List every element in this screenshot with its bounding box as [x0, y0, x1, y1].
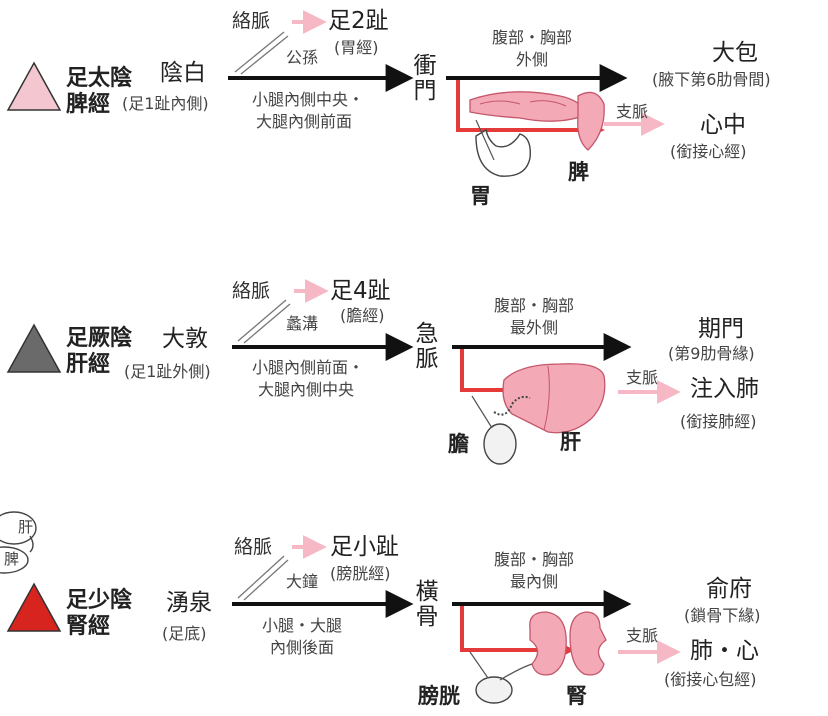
liver-abdomen-line1: 腹部・胸部	[493, 296, 574, 315]
spleen-branch-red-line	[456, 80, 605, 142]
liver-gate-label: 急脈	[415, 321, 439, 373]
kidney-path-line1: 小腿・大腿	[262, 616, 343, 635]
liver-end-point: 期門	[698, 316, 744, 342]
kidney-gate-label: 橫骨	[415, 579, 439, 631]
corner-label-a: 肝	[18, 518, 34, 536]
stomach-organ-illustration	[475, 119, 531, 177]
spleen-organ-b-label: 脾	[568, 160, 589, 184]
spleen-gate-label: 衝門	[413, 53, 437, 105]
kidney-luo-label: 絡脈	[234, 536, 273, 558]
spleen-start-point: 陰白	[160, 60, 206, 86]
liver-organ-b-label: 肝	[560, 430, 581, 454]
spleen-organ-a-label: 胃	[470, 184, 491, 208]
liver-start-note: (足1趾外側)	[124, 362, 211, 381]
spleen-meridian-title-bottom: 脾經	[66, 92, 111, 117]
spleen-abdomen-line1: 腹部・胸部	[491, 28, 572, 47]
kidney-abdomen-line2: 最內側	[509, 572, 558, 591]
kidney-branch-target: 肺・心	[690, 638, 759, 664]
kidney-meridian-title-top: 足少陰	[66, 588, 133, 613]
liver-luo-connector	[237, 299, 287, 342]
kidney-luo-target: 足小趾	[330, 534, 399, 560]
spleen-start-note: (足1趾內側)	[122, 94, 209, 113]
spleen-branch-target: 心中	[700, 112, 746, 138]
spleen-branch-note: (銜接心經)	[670, 142, 747, 161]
spleen-end-point: 大包	[712, 40, 758, 66]
kidney-end-note: (鎖骨下緣)	[684, 606, 761, 625]
spleen-path-line1: 小腿內側中央・	[252, 90, 365, 109]
kidney-organ-a-label: 膀胱	[418, 684, 460, 708]
kidney-end-point: 俞府	[706, 576, 752, 602]
liver-path-line2: 大腿內側中央	[258, 380, 355, 399]
bladder-organ-illustration	[469, 651, 533, 704]
kidney-organ-illustration	[529, 611, 607, 676]
corner-label-b: 脾	[4, 550, 20, 568]
liver-luo-point: 蠡溝	[286, 314, 319, 333]
kidney-luo-target-note: (膀胱經)	[330, 564, 391, 583]
kidney-luo-connector	[237, 555, 285, 599]
liver-luo-target: 足4趾	[330, 278, 391, 304]
kidney-luo-point: 大鐘	[286, 572, 319, 591]
liver-path-line1: 小腿內側前面・	[252, 358, 365, 377]
spleen-branch-label: 支脈	[616, 102, 649, 121]
liver-end-note: (第9肋骨緣)	[668, 344, 755, 363]
kidney-path-line2: 內側後面	[270, 638, 335, 657]
spleen-organ-illustration	[469, 91, 605, 151]
liver-meridian-title-bottom: 肝經	[66, 352, 111, 377]
liver-branch-target: 注入肺	[690, 376, 759, 402]
liver-luo-label: 絡脈	[232, 280, 271, 302]
spleen-luo-target-note: (胃經)	[334, 38, 379, 57]
kidney-organ-b-label: 腎	[566, 684, 587, 708]
liver-branch-label: 支脈	[626, 368, 659, 387]
kidney-branch-label: 支脈	[626, 626, 659, 645]
gallbladder-organ-illustration	[471, 395, 531, 465]
kidney-start-point: 湧泉	[166, 590, 212, 616]
kidney-branch-note: (銜接心包經)	[664, 670, 757, 689]
spleen-luo-connector	[234, 31, 285, 73]
spleen-path-line2: 大腿內側前面	[256, 112, 353, 131]
kidney-branch-red-line	[460, 606, 575, 662]
liver-meridian-title-top: 足厥陰	[66, 326, 133, 351]
liver-triangle-icon	[6, 323, 62, 373]
kidney-meridian-title-bottom: 腎經	[66, 614, 111, 639]
liver-start-point: 大敦	[162, 326, 208, 352]
kidney-start-note: (足底)	[162, 624, 207, 643]
liver-branch-note: (銜接肺經)	[680, 412, 757, 431]
corner-organ-fragment	[0, 511, 37, 574]
spleen-meridian-title-top: 足太陰	[66, 66, 133, 91]
spleen-luo-point: 公孫	[286, 48, 319, 67]
spleen-abdomen-line2: 外側	[515, 50, 548, 69]
liver-luo-target-note: (膽經)	[340, 306, 385, 325]
liver-abdomen-line2: 最外側	[509, 318, 558, 337]
spleen-triangle-icon	[6, 61, 62, 111]
kidney-triangle-icon	[6, 582, 62, 632]
liver-organ-a-label: 膽	[448, 432, 469, 456]
spleen-end-note: (腋下第6肋骨間)	[652, 70, 771, 89]
spleen-luo-target: 足2趾	[328, 8, 389, 34]
liver-organ-illustration	[502, 363, 606, 434]
spleen-luo-label: 絡脈	[232, 10, 271, 32]
kidney-abdomen-line1: 腹部・胸部	[493, 550, 574, 569]
